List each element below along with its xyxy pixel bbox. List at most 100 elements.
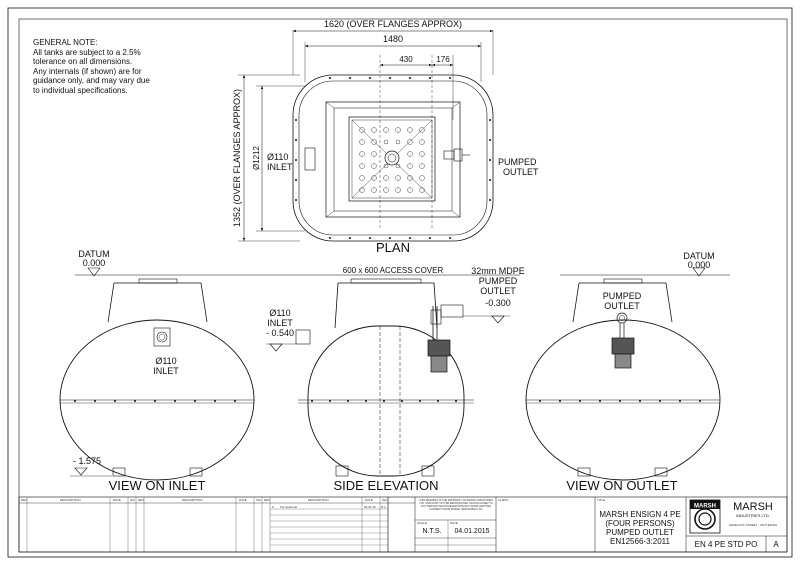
copyright-note: THIS DRAWING IS THE PROPERTY OF MARSH IN… — [419, 499, 493, 511]
rev-row-date: 09.01.15 — [364, 505, 376, 509]
plan-inlet-word: INLET — [267, 162, 293, 172]
datum-right-label: DATUM — [683, 251, 714, 261]
view-outlet-title: VIEW ON OUTLET — [566, 478, 677, 493]
datum-left-value: 0.000 — [83, 258, 106, 268]
view-inlet-title: VIEW ON INLET — [109, 478, 206, 493]
general-note: GENERAL NOTE: All tanks are subject to a… — [33, 38, 223, 96]
company-name: MARSH — [733, 501, 773, 513]
invert-level: - 1.575 — [73, 456, 101, 466]
title-line-4: EN12566-3:2011 — [610, 537, 670, 546]
sheet-border-inner — [18, 18, 788, 553]
outlet-view-label-2: OUTLET — [604, 301, 640, 311]
general-note-line: Any internals (if shown) are for — [33, 66, 142, 76]
side-outlet-fitting — [440, 304, 464, 318]
inlet-view-word: INLET — [153, 366, 179, 376]
rev-header-11: DATE — [365, 498, 373, 502]
dim-label-1352: 1352 (OVER FLANGES APPROX) — [232, 89, 242, 227]
plan-outlet-line2: OUTLET — [503, 167, 539, 177]
rev-header-2: DESCRIPTION — [60, 498, 81, 502]
plan-body-outline — [298, 80, 488, 236]
title-label: TITLE — [597, 498, 605, 502]
plan-flange-bolts — [295, 77, 491, 239]
side-inlet-dia: Ø110 — [269, 308, 290, 318]
title-line-1: MARSH ENSIGN 4 PE — [599, 510, 680, 519]
general-note-title: GENERAL NOTE: — [33, 38, 98, 47]
general-note-line: tolerance on all dimensions. — [33, 57, 133, 67]
inlet-view-socket — [153, 327, 171, 347]
rev-header-10: DESCRIPTION — [308, 498, 329, 502]
side-inlet-level: - 0.540 — [266, 328, 294, 338]
outlet-view-pump — [611, 337, 635, 355]
dim-label-176: 176 — [436, 55, 450, 64]
rev-header-4: INA — [130, 498, 135, 502]
rev-header-3: DATE — [113, 498, 121, 502]
pipe-level: -0.300 — [485, 298, 511, 308]
general-note-line: guidance only, and may vary due — [33, 76, 150, 86]
general-note-line: All tanks are subject to a 2.5% — [33, 47, 141, 57]
side-elevation — [266, 278, 510, 477]
rev-header-8: INA — [256, 498, 261, 502]
rev-header-12: INA — [382, 498, 387, 502]
plan-access-cover — [348, 116, 436, 202]
scale-value: N.T.S. — [422, 528, 441, 535]
sheet-border-outer — [7, 7, 793, 558]
title-line-3: PUMPED OUTLET — [606, 528, 674, 537]
side-inlet-stub — [295, 329, 311, 345]
pipe-label-2: PUMPED — [479, 276, 518, 286]
dim-label-1620: 1620 (OVER FLANGES APPROX) — [324, 19, 462, 29]
outlet-view-label-1: PUMPED — [603, 291, 642, 301]
rev-header-7: DATE — [239, 498, 247, 502]
dim-label-1480: 1480 — [383, 34, 403, 44]
rev-row-ina: R.L. — [381, 505, 387, 509]
date-label: DATE — [450, 521, 458, 525]
plan-inlet-stub — [304, 147, 316, 171]
side-inlet-word: INLET — [267, 318, 293, 328]
date-value: 04.01.2015 — [454, 528, 489, 535]
side-pump — [427, 339, 451, 357]
dim-label-1212: Ø1212 — [252, 145, 261, 170]
outlet-view-socket — [616, 312, 628, 324]
side-shell — [307, 325, 465, 477]
datum-right-value: 0.000 — [688, 260, 711, 270]
rev-header-6: DESCRIPTION — [182, 498, 203, 502]
logo-text: MARSH — [694, 504, 716, 510]
rev-header-1: REV — [21, 498, 27, 502]
plan-flange-outline — [292, 74, 494, 242]
general-note-line: to individual specifications. — [33, 85, 128, 95]
plan-title: PLAN — [376, 240, 410, 255]
access-cover-label: 600 x 600 ACCESS COVER — [343, 266, 444, 275]
dim-label-430: 430 — [399, 55, 413, 64]
plan-outlet-fitting — [443, 150, 455, 160]
marsh-logo-band — [690, 500, 720, 509]
company-address: HAVELOCK STREET · KETTERING — [729, 523, 778, 527]
marsh-logo-icon — [694, 508, 716, 530]
drawing-number: EN 4 PE STD PO — [695, 540, 758, 549]
inlet-view-dia: Ø110 — [155, 356, 176, 366]
plan-turret-outer — [325, 101, 461, 218]
rev-row-rev: A — [272, 505, 274, 509]
title-block — [18, 496, 788, 553]
rev-row-desc: For Approval — [280, 505, 297, 509]
rev-header-5: REV — [138, 498, 144, 502]
revision-value: A — [773, 540, 779, 549]
rev-header-9: REV — [264, 498, 270, 502]
plan-inlet-dia: Ø110 — [267, 152, 288, 162]
datum-left-marker — [87, 267, 101, 277]
datum-right-marker — [692, 267, 706, 277]
view-on-inlet — [59, 278, 255, 481]
company-sub: INDUSTRIES LTD. — [736, 513, 770, 518]
client-label: CLIENT — [498, 498, 509, 502]
plan-center-hub — [384, 150, 400, 166]
datum-left-label: DATUM — [78, 249, 109, 259]
side-elevation-title: SIDE ELEVATION — [334, 478, 439, 493]
scale-label: SCALE — [417, 521, 427, 525]
plan-view — [238, 29, 494, 242]
view-on-outlet — [525, 278, 721, 481]
plan-outlet-line1: PUMPED — [498, 157, 537, 167]
copyright-note-wrap: THIS DRAWING IS THE PROPERTY OF MARSH IN… — [419, 499, 493, 511]
title-line-2: (FOUR PERSONS) — [605, 519, 675, 528]
pipe-label-3: OUTLET — [480, 286, 516, 296]
plan-cover-pattern — [359, 127, 425, 193]
pipe-label-1: 32mm MDPE — [471, 266, 525, 276]
